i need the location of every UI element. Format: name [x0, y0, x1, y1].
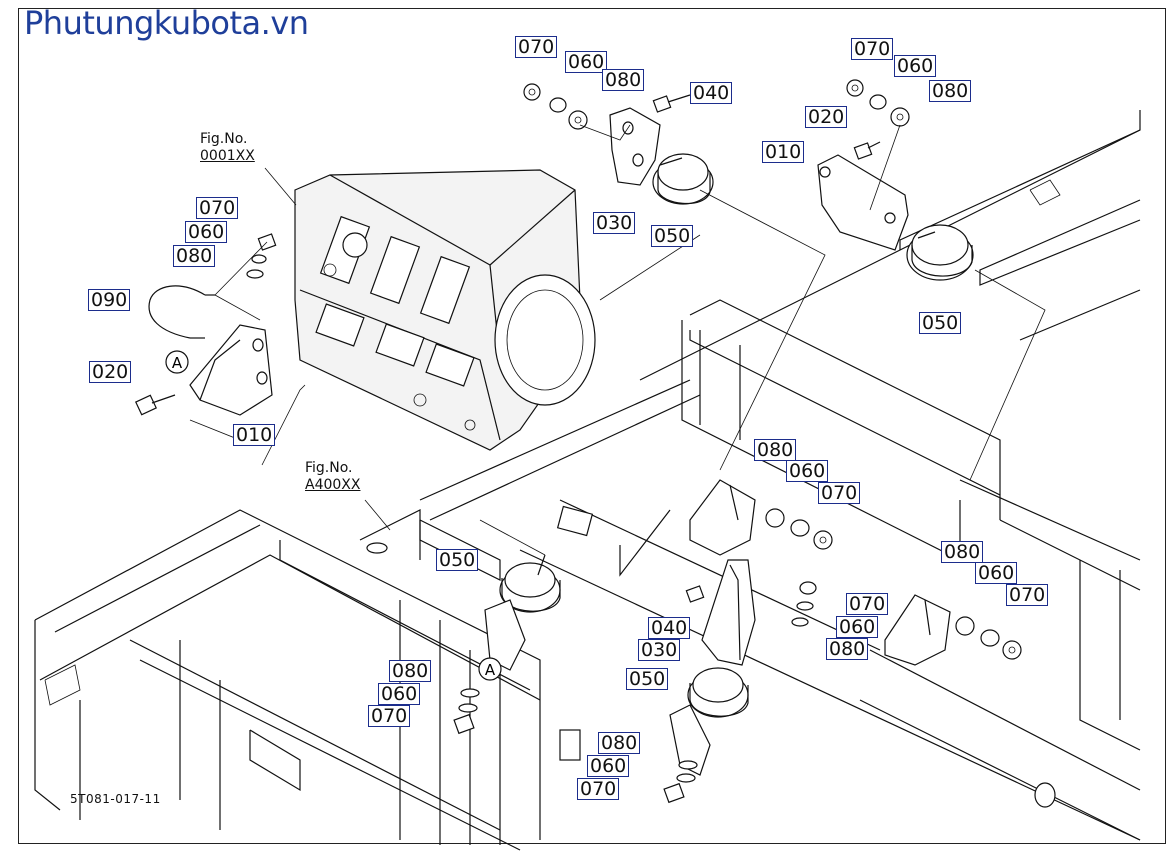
main-frame-rails	[419, 110, 1141, 841]
part-label-080[interactable]: 080	[929, 80, 972, 102]
right-frame-supports	[689, 479, 1022, 666]
part-label-070[interactable]: 070	[577, 778, 620, 800]
fig-ref-label: Fig.No.	[200, 131, 248, 147]
circle-mark-a-left-text: A	[172, 354, 183, 372]
part-label-060[interactable]: 060	[894, 55, 937, 77]
part-label-020[interactable]: 020	[805, 106, 848, 128]
part-label-070[interactable]: 070	[846, 593, 889, 615]
part-label-010[interactable]: 010	[233, 424, 276, 446]
lower-left-frame	[34, 509, 1056, 851]
circle-mark-a-lower	[478, 657, 502, 681]
drawing-code: 5T081-017-11	[70, 792, 161, 806]
engine-block	[294, 169, 596, 451]
part-label-060[interactable]: 060	[836, 616, 879, 638]
part-label-070[interactable]: 070	[515, 36, 558, 58]
part-label-010[interactable]: 010	[762, 141, 805, 163]
part-label-090[interactable]: 090	[88, 289, 131, 311]
part-label-080[interactable]: 080	[173, 245, 216, 267]
circle-mark-a-left	[165, 350, 189, 374]
part-label-040[interactable]: 040	[648, 617, 691, 639]
left-engine-bracket	[134, 233, 306, 466]
lower-center-mount	[453, 505, 817, 804]
part-label-060[interactable]: 060	[378, 683, 421, 705]
part-label-070[interactable]: 070	[818, 482, 861, 504]
part-label-040[interactable]: 040	[690, 82, 733, 104]
part-label-030[interactable]: 030	[593, 212, 636, 234]
fig-ref-a400xx[interactable]: Fig.No. A400XX	[305, 460, 360, 494]
part-label-070[interactable]: 070	[851, 38, 894, 60]
part-label-070[interactable]: 070	[196, 197, 239, 219]
part-label-020[interactable]: 020	[89, 361, 132, 383]
fig-ref-leader-0001	[264, 167, 297, 206]
part-label-050[interactable]: 050	[651, 225, 694, 247]
fig-ref-0001xx[interactable]: Fig.No. 0001XX	[200, 131, 255, 165]
part-label-050[interactable]: 050	[626, 668, 669, 690]
fig-ref-number: A400XX	[305, 477, 361, 493]
circle-mark-a-lower-text: A	[485, 661, 496, 679]
part-label-070[interactable]: 070	[1006, 584, 1049, 606]
fig-ref-number: 0001XX	[200, 148, 255, 164]
part-label-070[interactable]: 070	[368, 705, 411, 727]
drawing-frame	[18, 8, 1166, 844]
part-label-060[interactable]: 060	[786, 460, 829, 482]
part-label-060[interactable]: 060	[975, 562, 1018, 584]
part-label-080[interactable]: 080	[754, 439, 797, 461]
part-label-050[interactable]: 050	[919, 312, 962, 334]
top-center-mount	[523, 83, 826, 471]
brand-watermark: Phutungkubota.vn	[24, 4, 309, 42]
top-right-mount	[817, 79, 1046, 481]
part-label-080[interactable]: 080	[598, 732, 641, 754]
part-label-080[interactable]: 080	[826, 638, 869, 660]
part-label-050[interactable]: 050	[436, 549, 479, 571]
part-label-080[interactable]: 080	[389, 660, 432, 682]
part-label-060[interactable]: 060	[587, 755, 630, 777]
part-label-060[interactable]: 060	[565, 51, 608, 73]
part-label-080[interactable]: 080	[602, 69, 645, 91]
part-label-080[interactable]: 080	[941, 541, 984, 563]
part-label-060[interactable]: 060	[185, 221, 228, 243]
fig-ref-label: Fig.No.	[305, 460, 353, 476]
part-label-030[interactable]: 030	[638, 639, 681, 661]
fig-ref-leader-a400	[364, 499, 391, 531]
